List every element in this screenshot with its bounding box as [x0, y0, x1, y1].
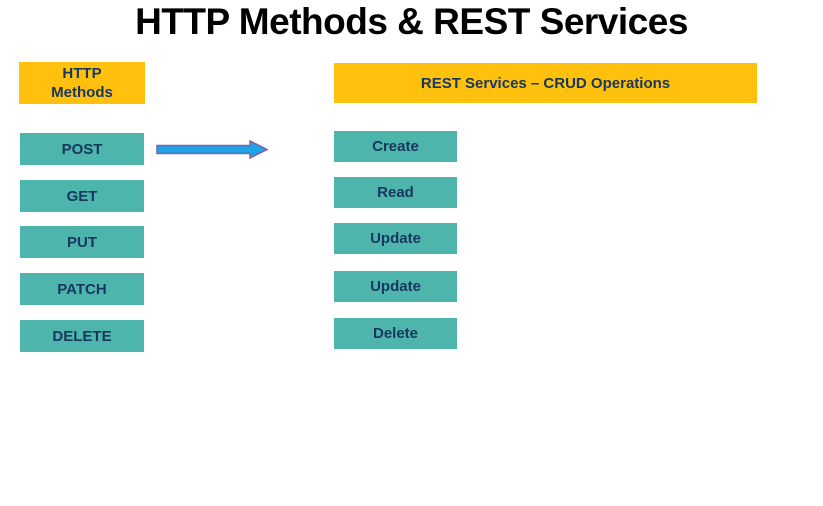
operation-box-update1: Update	[334, 223, 457, 254]
http-methods-header: HTTP Methods	[19, 62, 145, 104]
operation-box-delete: Delete	[334, 318, 457, 349]
post-to-create-arrow	[156, 140, 269, 159]
operation-box-read: Read	[334, 177, 457, 208]
method-box-get: GET	[20, 180, 144, 212]
http-methods-header-line1: HTTP	[62, 65, 102, 82]
http-methods-header-line2: Methods	[51, 84, 113, 101]
method-box-put: PUT	[20, 226, 144, 258]
right-arrow-icon	[156, 140, 269, 159]
rest-services-header: REST Services – CRUD Operations	[334, 63, 757, 103]
operation-box-update2: Update	[334, 271, 457, 302]
method-box-delete: DELETE	[20, 320, 144, 352]
operation-box-create: Create	[334, 131, 457, 162]
method-box-post: POST	[20, 133, 144, 165]
page-title: HTTP Methods & REST Services	[135, 1, 688, 42]
method-box-patch: PATCH	[20, 273, 144, 305]
